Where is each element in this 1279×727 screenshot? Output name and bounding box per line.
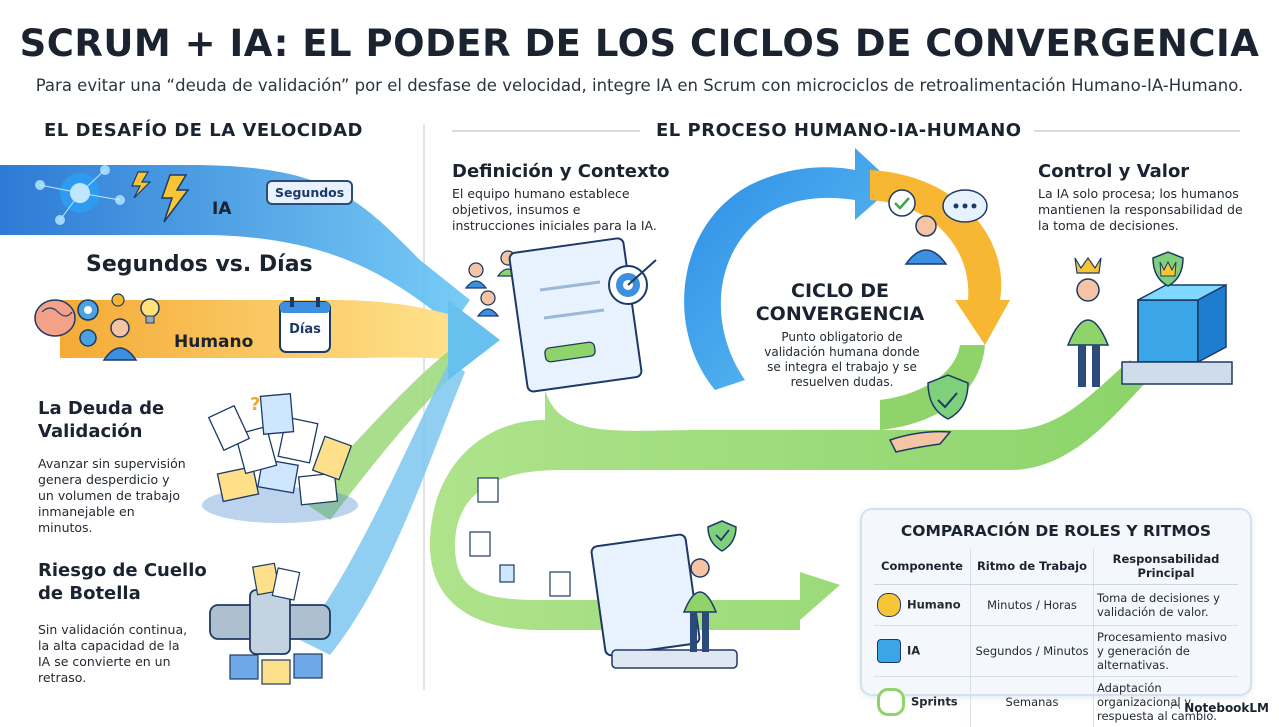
svg-text:?: ? <box>250 394 260 415</box>
column-header: Responsabilidad Principal <box>1094 548 1239 585</box>
definition-title: Definición y Contexto <box>452 160 670 183</box>
table-row: IA Segundos / Minutos Procesamiento masi… <box>874 626 1238 677</box>
rhythm-cell: Segundos / Minutos <box>971 626 1094 677</box>
page-title: SCRUM + IA: EL PODER DE LOS CICLOS DE CO… <box>0 22 1279 65</box>
component-name: Humano <box>907 598 961 612</box>
check-bubble-icon <box>889 190 915 216</box>
pipe-bottleneck-icon <box>210 563 330 684</box>
table-row: Humano Minutos / Horas Toma de decisione… <box>874 585 1238 626</box>
instructions-window-icon <box>509 238 642 393</box>
column-header: Ritmo de Trabajo <box>971 548 1094 585</box>
roles-comparison-title: COMPARACIÓN DE ROLES Y RITMOS <box>862 522 1250 540</box>
brand-name: NotebookLM <box>1184 701 1269 715</box>
ia-band-label: IA <box>212 199 231 219</box>
control-value-title: Control y Valor <box>1038 160 1189 183</box>
brain-icon <box>35 300 75 336</box>
seconds-tag: Segundos <box>266 180 353 205</box>
roles-comparison-card: COMPARACIÓN DE ROLES Y RITMOS Componente… <box>860 508 1252 696</box>
chip-icon <box>877 639 901 663</box>
component-name: Sprints <box>911 695 958 709</box>
notebooklm-logo-icon: ◠ <box>1171 701 1184 715</box>
document-pile-icon: ? <box>202 394 358 523</box>
validation-debt-text: Avanzar sin supervisión genera desperdic… <box>38 456 188 536</box>
document-icons <box>470 478 570 596</box>
bottleneck-risk-title: Riesgo de Cuello de Botella <box>38 559 208 605</box>
bottleneck-risk-text: Sin validación continua, la alta capacid… <box>38 622 188 686</box>
convergence-cycle-text: Punto obligatorio de validación humana d… <box>760 330 924 390</box>
cycle-icon <box>877 688 905 716</box>
person-icon <box>877 593 901 617</box>
convergence-cycle-title: CICLO DE CONVERGENCIA <box>742 280 938 326</box>
process-heading: EL PROCESO HUMANO-IA-HUMANO <box>656 120 1022 141</box>
validation-debt-title: La Deuda de Validación <box>38 397 188 443</box>
seconds-vs-days-title: Segundos vs. Días <box>86 252 313 277</box>
ai-cube-icon <box>1122 285 1232 384</box>
component-name: IA <box>907 644 920 658</box>
control-value-text: La IA solo procesa; los humanos mantiene… <box>1038 186 1243 234</box>
speed-challenge-heading: EL DESAFÍO DE LA VELOCIDAD <box>44 120 363 141</box>
leader-person-icon <box>1068 258 1108 387</box>
crown-shield-icon <box>1153 252 1183 286</box>
brand-watermark: ◠ NotebookLM <box>1171 701 1269 715</box>
rhythm-cell: Semanas <box>971 677 1094 727</box>
responsibility-cell: Toma de decisiones y validación de valor… <box>1094 585 1239 626</box>
definition-text: El equipo humano establece objetivos, in… <box>452 186 662 234</box>
review-screen-icon <box>591 521 737 668</box>
days-tag: Días <box>284 322 326 337</box>
rhythm-cell: Minutos / Horas <box>971 585 1094 626</box>
page-subtitle: Para evitar una “deuda de validación” po… <box>0 76 1279 95</box>
chat-bubble-icon <box>943 190 987 222</box>
responsibility-cell: Procesamiento masivo y generación de alt… <box>1094 626 1239 677</box>
human-band-label: Humano <box>174 332 253 352</box>
column-header: Componente <box>874 548 971 585</box>
